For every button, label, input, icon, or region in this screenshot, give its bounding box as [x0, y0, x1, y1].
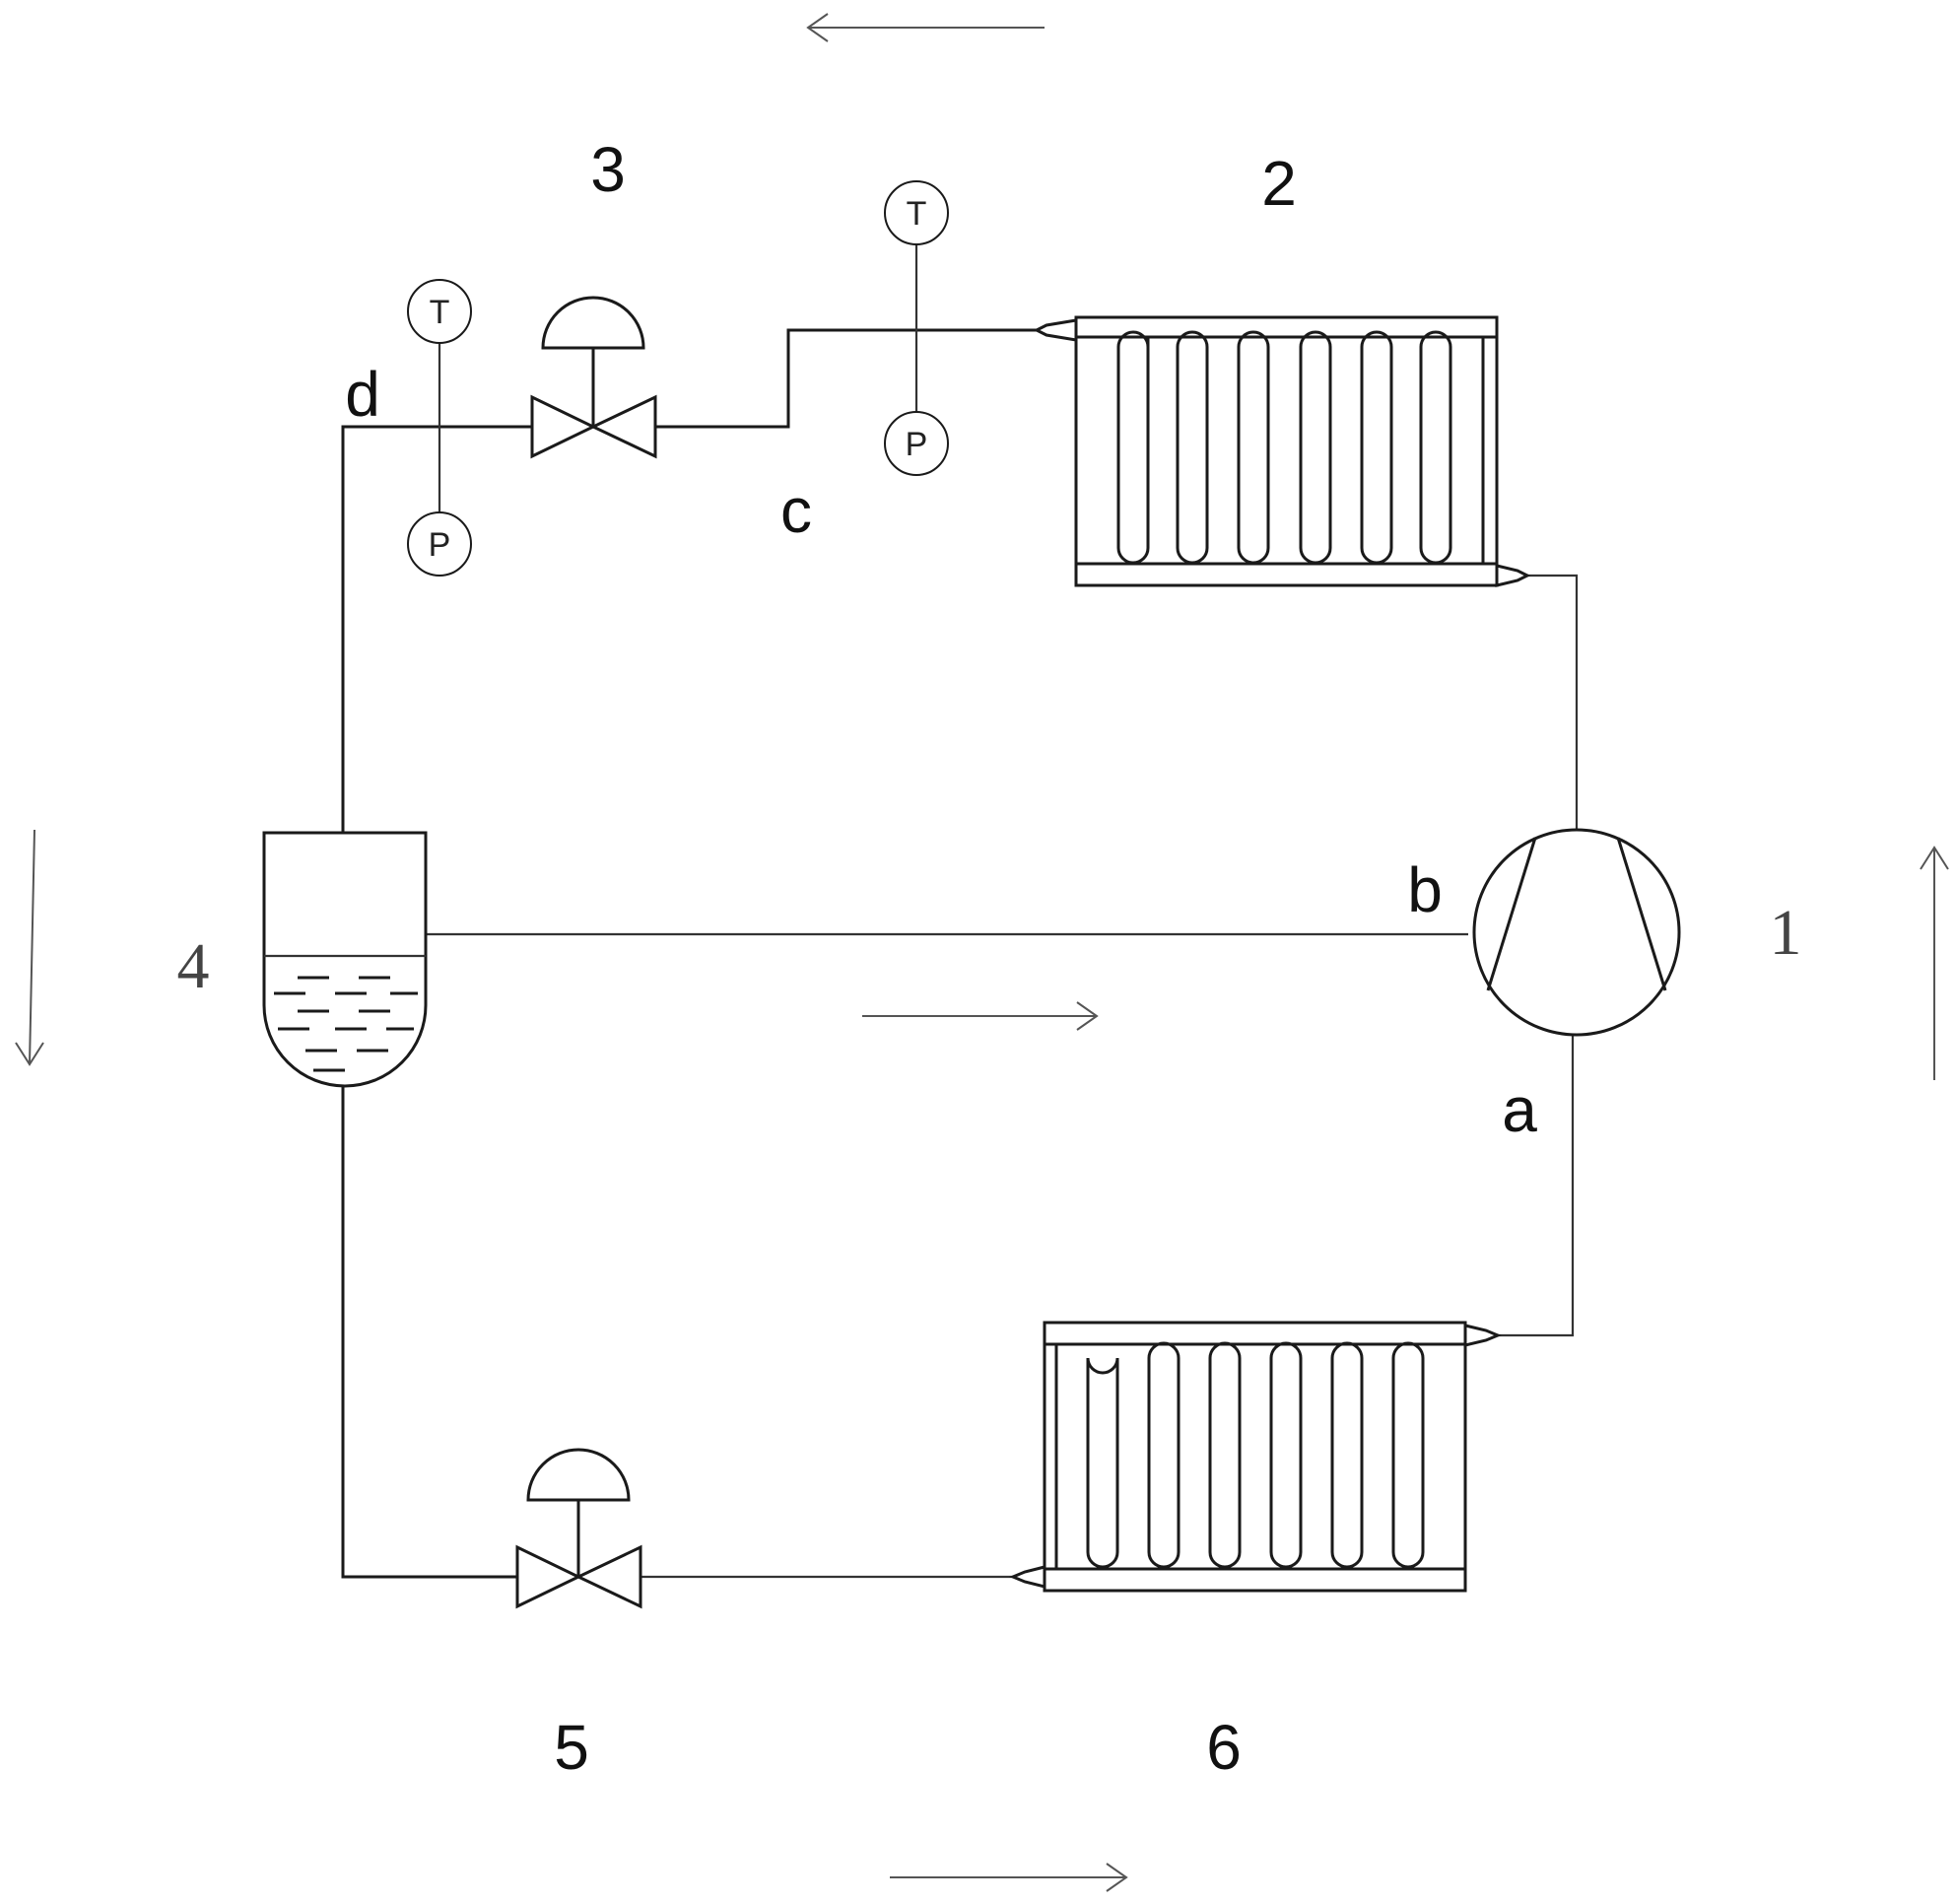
- evaporator: [1009, 1321, 1502, 1593]
- valve3-actuator: [541, 296, 645, 350]
- pipe-condenser-to-valve3: [655, 328, 1037, 429]
- condenser-outlet-nozzle: [1495, 564, 1531, 587]
- label-condenser: 2: [1261, 148, 1297, 219]
- arrow-left-top: [806, 13, 1045, 42]
- label-point-d: d: [345, 359, 380, 430]
- label-compressor: 1: [1770, 897, 1802, 969]
- arrow-right-bottom: [890, 1863, 1128, 1892]
- separator: [262, 831, 428, 1088]
- pipe-valve3-to-separator: [341, 425, 532, 833]
- temperature-gauge-d-label: T: [430, 294, 450, 331]
- temperature-gauge-d: [407, 279, 472, 344]
- condenser-coil-6: [1419, 330, 1452, 565]
- valve3-left-triangle: [530, 394, 597, 459]
- expansion-valve-top: [530, 296, 657, 459]
- separator-liquid-hatching: [274, 976, 418, 1072]
- evaporator-coil-3: [1208, 1341, 1242, 1569]
- compressor: [1472, 828, 1681, 1037]
- component-labels: 3 2 1 4 5 6: [177, 134, 1802, 1783]
- evaporator-coil-4: [1269, 1341, 1303, 1569]
- pressure-gauge-d-label: P: [429, 526, 451, 564]
- pipe-compressor-to-condenser: [1525, 574, 1579, 830]
- pipe-separator-to-valve5: [341, 1087, 517, 1579]
- label-point-a: a: [1502, 1074, 1537, 1145]
- evaporator-coil-2: [1147, 1341, 1180, 1569]
- pressure-gauge-c: [884, 411, 949, 476]
- compressor-blade-left: [1486, 837, 1537, 991]
- evaporator-coil-6: [1391, 1341, 1425, 1569]
- arrow-right-middle: [862, 1001, 1099, 1031]
- temperature-gauge-c: [884, 180, 949, 245]
- condenser-body: [1074, 315, 1499, 587]
- valve5-right-triangle: [574, 1544, 642, 1609]
- temperature-gauge-c-label: T: [907, 195, 927, 233]
- valve5-actuator: [526, 1448, 631, 1502]
- pipe-network: [341, 328, 1579, 1579]
- condenser-inlet-nozzle: [1033, 318, 1078, 342]
- condenser-coil-4: [1299, 330, 1332, 565]
- evaporator-coil-5: [1330, 1341, 1364, 1569]
- label-expansion-valve-bottom: 5: [554, 1712, 589, 1783]
- condenser: [1033, 315, 1531, 587]
- label-separator: 4: [177, 930, 210, 1002]
- arrow-down-left: [15, 829, 44, 1066]
- flow-arrows: [15, 13, 1949, 1892]
- separator-vessel: [262, 831, 428, 1088]
- sensor-pair-d: T P: [407, 279, 472, 577]
- condenser-coil-5: [1360, 330, 1393, 565]
- sensor-pair-c: T P: [884, 180, 949, 476]
- evaporator-body: [1043, 1321, 1467, 1593]
- valve5-left-triangle: [515, 1544, 582, 1609]
- point-labels: a b c d: [345, 359, 1537, 1145]
- condenser-coil-2: [1176, 330, 1209, 565]
- label-point-c: c: [780, 475, 812, 546]
- expansion-valve-bottom: [515, 1448, 642, 1609]
- condenser-coil-1: [1116, 330, 1150, 565]
- label-expansion-valve-top: 3: [590, 134, 626, 205]
- compressor-casing: [1472, 828, 1681, 1037]
- label-point-b: b: [1407, 854, 1443, 925]
- arrow-up-right: [1920, 846, 1949, 1080]
- pressure-gauge-d: [407, 511, 472, 577]
- label-evaporator: 6: [1206, 1712, 1242, 1783]
- pressure-gauge-c-label: P: [906, 426, 928, 463]
- evaporator-outlet-nozzle: [1463, 1324, 1502, 1347]
- compressor-blade-right: [1616, 837, 1667, 991]
- valve3-right-triangle: [589, 394, 657, 459]
- condenser-coil-3: [1237, 330, 1270, 565]
- evaporator-coil-1: [1086, 1357, 1119, 1569]
- evaporator-inlet-nozzle: [1009, 1565, 1046, 1589]
- pipe-compressor-a-to-evaporator: [1498, 1035, 1575, 1337]
